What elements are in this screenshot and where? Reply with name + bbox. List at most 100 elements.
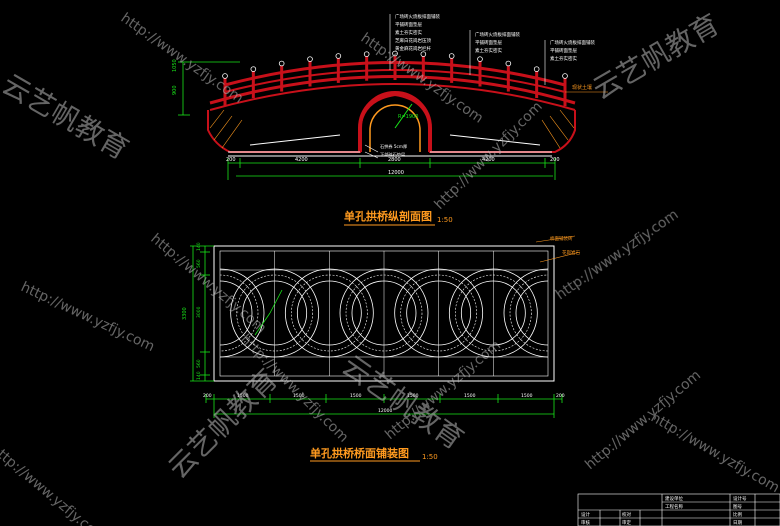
watermark-text: 云艺帆教育 [336, 349, 470, 456]
tb-cell: 日期 [733, 520, 742, 526]
plan-title: 单孔拱桥桥面铺装图 [310, 446, 409, 460]
plan-label: 花岗岩石 [562, 249, 580, 256]
post-cap [307, 56, 313, 62]
paving-ring-brick [509, 274, 548, 352]
bridge-section-view: R=1900 900 1050 [172, 13, 608, 226]
paving-ring-outer [230, 268, 320, 358]
post-cap [533, 66, 540, 72]
plan-bottom-dims [205, 394, 563, 418]
paving-ring-outer [394, 268, 484, 358]
section-bottom-dims [227, 158, 556, 180]
post-cap [222, 73, 228, 79]
watermark-text: http://www.yzfjy.com [18, 279, 157, 355]
note-text: 素土夯实密实 [395, 29, 422, 36]
ground-label: 现状土壤 [572, 84, 592, 91]
bridge-body [207, 61, 576, 153]
dim-label: 140 [196, 242, 202, 251]
radius-line [269, 289, 283, 314]
title-block [577, 493, 780, 526]
tb-cell: 设计号 [733, 495, 747, 502]
paving-ring-inner [351, 280, 417, 346]
post-cap [363, 51, 370, 57]
paving-ring-outer [503, 268, 548, 358]
paving-ring-brick [400, 274, 477, 352]
post-cap [448, 53, 455, 59]
post-cap [505, 60, 512, 67]
plan-side-total: 3300 [182, 307, 188, 320]
section-vertical-dims [178, 61, 240, 116]
dim-label: 1500 [237, 393, 249, 399]
dim-label: 1500 [407, 393, 419, 399]
note-text: 石拱券 5cm厚 [380, 143, 407, 150]
arch-notes: 石拱券 5cm厚 下部碎石垫层 [380, 143, 407, 158]
paving-ring-outer [284, 268, 374, 358]
watermark-text: http://www.yzfjy.com [118, 10, 246, 107]
abutment-hatch [209, 109, 575, 149]
paving-ring-inner [242, 280, 308, 346]
dim-label: 1500 [293, 393, 305, 399]
tb-cell: 图号 [733, 504, 742, 510]
paving-ring-brick [345, 274, 423, 352]
note-text: 下部碎石垫层 [380, 151, 405, 158]
plan-label: 桥面铺装砖 [550, 235, 573, 242]
note-text: 平铺砖面垫层 [475, 39, 502, 46]
paving-ring-inner [460, 280, 526, 346]
plan-left-dims [190, 245, 214, 382]
plan-bottom-dim-labels: 200 1500 1500 1500 1500 1500 1500 200 12… [203, 393, 565, 414]
radius-label: R=1900 [398, 114, 418, 120]
dim-label: 560 [196, 259, 202, 268]
dim-label: 2800 [388, 157, 401, 163]
notes-left: 广场砖火烧板排面铺装 平铺砖面垫层 素土夯实密实 芝麻白花岗岩压顶 黄金麻花岗岩… [395, 13, 440, 52]
radius-line [394, 103, 413, 129]
watermark-text: http://www.yzfjy.com [582, 367, 704, 473]
dim-label: 1500 [521, 393, 533, 399]
paving-ring-brick [291, 274, 368, 352]
tb-cell: 审核 [581, 519, 590, 526]
dim-label: 200 [203, 393, 212, 399]
dim-label: 3000 [196, 306, 202, 318]
bridge-plan-view: 3300 140 560 3000 560 140 200 1500 1500 [182, 235, 580, 462]
dim-label: 4200 [482, 157, 495, 163]
dim-label: 200 [226, 157, 236, 163]
plan-left-dim-labels: 140 560 3000 560 140 [196, 242, 202, 380]
note-text: 平铺砖面垫层 [395, 21, 422, 28]
tb-cell: 设计 [581, 511, 590, 518]
dim-label: 1500 [464, 393, 476, 399]
note-text: 黄金麻花岗岩栏杆 [395, 45, 431, 52]
ground-lines [228, 134, 552, 157]
section-title: 单孔拱桥纵剖面图 [344, 209, 432, 223]
note-leaders [364, 14, 546, 159]
dim-label: 4200 [295, 157, 308, 163]
title-block-text: 建设单位 设计号 工程名称 图号 设计 校对 比例 审核 审定 日期 [581, 495, 747, 526]
tb-cell: 审定 [622, 519, 631, 526]
section-height-dim: 900 [172, 85, 178, 95]
watermark-text: http://www.yzfjy.com [0, 441, 109, 526]
post-cap [562, 73, 568, 79]
section-dim-labels: 200 4200 2800 4200 200 12000 [226, 157, 560, 176]
note-text: 平铺砖面垫层 [550, 47, 577, 54]
post-cap [278, 60, 285, 67]
dim-label: 560 [196, 359, 202, 368]
post-cap [392, 50, 398, 57]
watermark-text: http://www.yzfjy.com [648, 410, 780, 497]
note-text: 广场砖火烧板排面铺装 [395, 13, 440, 20]
arch-ring [358, 91, 432, 152]
section-scale: 1:50 [437, 216, 453, 224]
dim-label: 200 [550, 157, 560, 163]
note-text: 素土夯实密实 [550, 55, 577, 62]
post-cap [477, 56, 483, 62]
tb-cell: 比例 [733, 511, 742, 518]
note-text: 广场砖火烧板排面铺装 [550, 39, 595, 46]
paving-ring-inner [406, 280, 472, 346]
dim-label: 140 [196, 371, 202, 380]
plan-outline [213, 245, 555, 382]
watermark-text: http://www.yzfjy.com [147, 231, 269, 337]
radius-line [254, 312, 271, 336]
section-top-dim: 1050 [172, 59, 178, 72]
post-cap [420, 51, 427, 57]
post-cap [250, 66, 257, 72]
watermark-text: 云艺帆教育 [0, 67, 134, 166]
note-text: 素土夯实密实 [475, 47, 502, 54]
dim-label: 200 [556, 393, 565, 399]
